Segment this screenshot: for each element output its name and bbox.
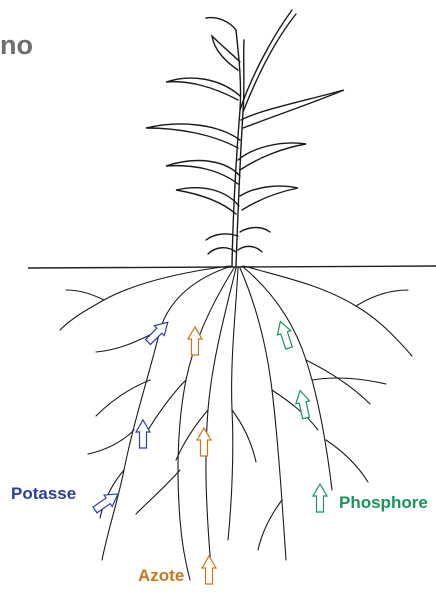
phosphore-arrows <box>274 319 327 512</box>
phosphore-arrow-2 <box>293 389 313 419</box>
potasse-arrow-2 <box>136 420 150 448</box>
azote-arrow-3 <box>202 556 216 584</box>
label-phosphore: Phosphore <box>339 493 428 513</box>
potasse-arrow-3 <box>91 488 122 516</box>
phosphore-arrow-1 <box>274 319 296 350</box>
phosphore-arrow-3 <box>313 484 327 512</box>
potasse-arrow-1 <box>143 317 173 347</box>
azote-arrows <box>188 327 216 584</box>
plant-shoot <box>146 10 344 266</box>
azote-arrow-2 <box>197 428 211 456</box>
title-fragment: no <box>0 30 33 61</box>
root-system <box>60 266 412 580</box>
potasse-arrows <box>91 317 173 515</box>
label-azote: Azote <box>138 566 184 586</box>
azote-arrow-1 <box>188 327 202 355</box>
label-potasse: Potasse <box>11 484 76 504</box>
